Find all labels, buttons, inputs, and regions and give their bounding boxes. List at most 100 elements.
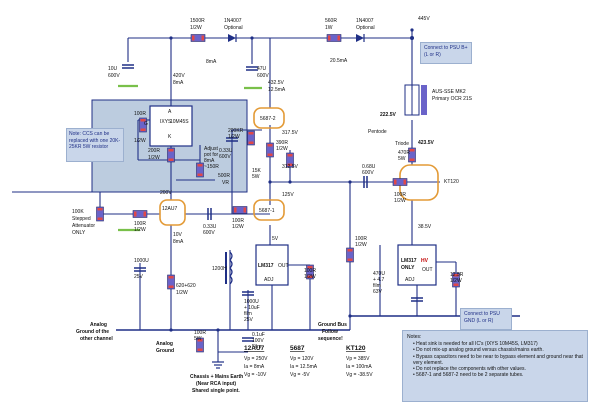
label-100r-kt: 100R: [394, 192, 406, 198]
label-033u-b: 0.33U: [203, 224, 217, 230]
tube-table-ia-2: Ia = 100mA: [346, 364, 372, 370]
label-470u-c: film: [373, 283, 381, 289]
label-01uf: 0.1uF: [252, 332, 265, 338]
label-hv: HV: [421, 258, 429, 264]
label-470r: 470R: [398, 150, 410, 156]
label-100r-r: 100R: [355, 236, 367, 242]
label-432v: 432.5V: [268, 80, 285, 86]
label-01uf-f: Film: [252, 344, 261, 350]
label-adj2: ADJ: [405, 277, 415, 283]
tube-table-vp-1: Vp = 120V: [290, 356, 314, 362]
tube-table-name-1: 5687: [290, 345, 305, 352]
label-47u: 47U: [257, 66, 267, 72]
label-1000u-b2: + 10uF: [244, 305, 260, 311]
label-follow: Follow: [322, 329, 338, 335]
tube-table-vg-0: Vg = -10V: [244, 372, 267, 378]
label-1n4007-2: 1N4007: [356, 18, 374, 24]
label-100r-kt-w: 1/2W: [394, 198, 406, 204]
tube-5687-2: [253, 107, 285, 129]
label-312v: 312.5V: [282, 164, 299, 170]
label-1000u-b: 1000U: [244, 299, 259, 305]
label-420v: 420V: [173, 73, 185, 79]
label-shared: Shared single point.: [192, 388, 240, 394]
label-470u: 470U: [373, 271, 385, 277]
label-5v: 5V: [272, 236, 279, 242]
label-adjust2: pot for: [204, 152, 219, 158]
label-attenuator: Attenuator: [72, 223, 95, 229]
label-01uf-v: 100V: [252, 338, 264, 344]
psu-gnd-text: Connect to PSU GND (L or R): [464, 311, 500, 324]
label-1000u: 1000U: [134, 258, 149, 264]
label-620: 620+620: [176, 283, 196, 289]
tube-table-vp-2: Vp = 385V: [346, 356, 370, 362]
label-125v: 125V: [282, 192, 294, 198]
label-adj1: ADJ: [264, 277, 274, 283]
tube-table-vp-0: Vp = 250V: [244, 356, 268, 362]
label-adjust3: 8mA: [204, 158, 215, 164]
label-out1: OUT: [278, 263, 289, 269]
label-adjust: Adjust: [204, 146, 219, 152]
tube-12au7: [159, 199, 186, 226]
label-kt120: KT120: [444, 179, 459, 185]
label-analog-other-1: Analog: [90, 322, 107, 328]
capacitors: [122, 64, 423, 342]
label-1000u-v: 25V: [134, 274, 144, 280]
label-tube-5687-2: 5687-2: [260, 116, 276, 122]
label-317v: 317.5V: [282, 130, 299, 136]
label-ccs-100r: 100R: [134, 111, 146, 117]
label-analog-other-2: Ground of the: [76, 329, 109, 335]
label-10u: 10U: [108, 66, 118, 72]
label-analog-other-3: other channel: [80, 336, 113, 342]
label-10v: 10V: [173, 232, 183, 238]
label-ccs-k: K: [168, 134, 172, 140]
notes-item-1: • Do not mix-up analog ground versus cha…: [413, 347, 544, 354]
label-470r-w: 5W: [398, 156, 406, 162]
output-transformer: [404, 84, 427, 116]
notes-title: Notes:: [407, 334, 422, 340]
notes-item-2: • Bypass capacitors need to be near to b…: [413, 353, 583, 366]
wires: [12, 30, 520, 362]
label-vr: VR: [222, 180, 229, 186]
label-ccs-200r-w: 1/2W: [148, 155, 160, 161]
label-620-v: 1/2W: [176, 290, 188, 296]
label-100r-in: 100R: [134, 221, 146, 227]
label-445v: 445V: [418, 16, 430, 22]
label-15k-w: 5W: [252, 174, 260, 180]
ground-symbols: [118, 84, 262, 232]
label-423v: 423.5V: [418, 140, 435, 146]
psu-gnd-box: Connect to PSU GND (L or R): [460, 308, 512, 330]
label-triode: Triode: [395, 141, 409, 147]
notes-item-4: • 5687-1 and 5687-2 need to be 2 separat…: [413, 372, 524, 379]
label-out2: OUT: [422, 267, 433, 273]
label-560r-w: 1W: [325, 25, 333, 31]
label-ccs-a: A: [168, 109, 172, 115]
label-gndbus: Ground Bus: [318, 322, 347, 328]
label-12-5ma: 12.5mA: [268, 87, 286, 93]
label-only: ONLY: [72, 230, 86, 236]
label-ccs-100r-w: 1/2W: [134, 138, 146, 144]
label-100r-ch-w: 5W: [194, 336, 202, 342]
label-420-8ma: 8mA: [173, 80, 184, 86]
diodes: [228, 34, 365, 42]
label-1n4007-1: 1N4007: [224, 18, 242, 24]
ixys-ccs-box: [149, 105, 193, 147]
label-15k: 15K: [252, 168, 262, 174]
label-optional-2: Optional: [356, 25, 375, 31]
label-ccs-g: G: [144, 121, 148, 127]
label-ccs-part2: 10M45S: [170, 119, 189, 125]
label-near: (Near RCA input): [196, 381, 236, 387]
tube-table-vg-2: Vg = -38.5V: [346, 372, 373, 378]
label-20-5ma: 20.5mA: [330, 58, 348, 64]
label-tube-12au7: 12AU7: [162, 206, 178, 212]
label-033u-b-v: 600V: [203, 230, 215, 236]
tube-table-name-0: 12AU7: [244, 345, 265, 352]
label-12-5r: 12.5R: [450, 272, 464, 278]
label-100r-r-w: 1/2W: [355, 242, 367, 248]
ccs-note-text: Note: CCS can be replaced with one 20K-2…: [69, 131, 121, 150]
label-1000u-bv: 25V: [244, 317, 254, 323]
label-8ma-top: 8mA: [206, 59, 217, 65]
label-100r-ch: 100R: [194, 330, 206, 336]
label-390r: 390R: [276, 140, 288, 146]
